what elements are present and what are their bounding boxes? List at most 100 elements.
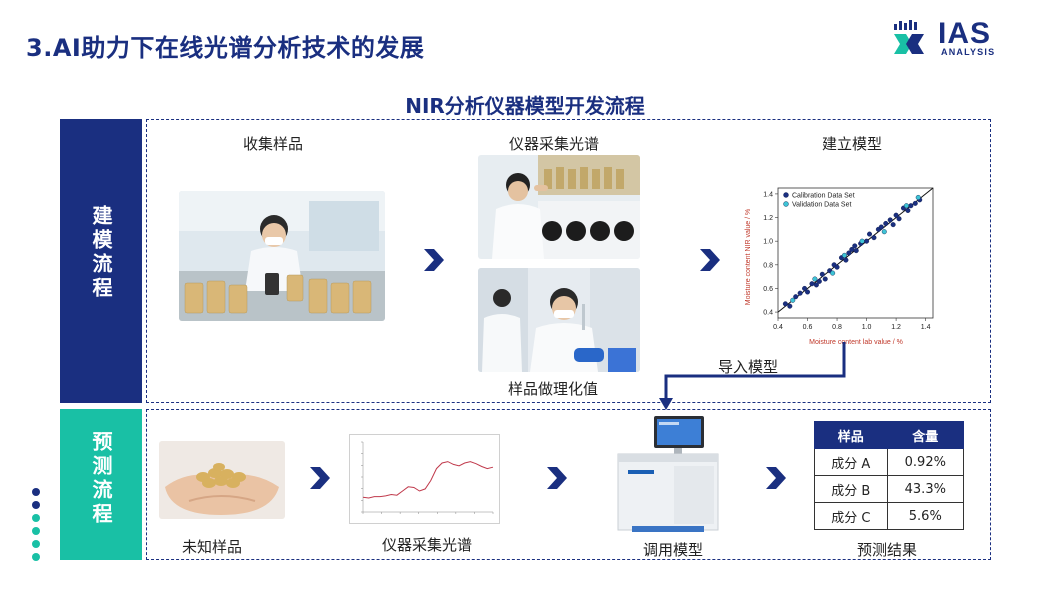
decorative-dot	[32, 527, 40, 535]
calibration-point	[819, 271, 825, 277]
chart-y-tick-label: 1.4	[763, 191, 773, 198]
step-instrument-spectrum-label: 仪器采集光谱	[509, 135, 600, 153]
spectrum-line-chart	[349, 434, 500, 524]
import-model-label: 导入模型	[718, 358, 779, 376]
chart-legend-marker	[783, 201, 789, 207]
calibration-point	[843, 257, 849, 263]
chevron-right-icon	[766, 467, 786, 489]
calibration-point	[883, 220, 889, 226]
unknown-sample-photo	[159, 441, 285, 519]
table-header-content: 含量	[886, 421, 965, 449]
decorative-dot	[32, 501, 40, 509]
table-row: 成分 A 0.92%	[814, 448, 965, 476]
chart-x-tick-label: 1.4	[921, 324, 931, 331]
calibration-point	[822, 276, 828, 282]
table-cell: 成分 C	[814, 502, 888, 530]
table-cell: 成分 A	[814, 448, 888, 476]
decorative-dot	[32, 540, 40, 548]
calibration-point	[878, 224, 884, 230]
validation-point	[881, 229, 887, 235]
chart-x-tick-label: 1.0	[862, 324, 872, 331]
validation-point	[812, 276, 818, 282]
modeling-process-box	[146, 119, 991, 403]
validation-point	[915, 194, 921, 200]
chart-x-tick-label: 0.8	[832, 324, 842, 331]
step-unknown-sample-label: 未知样品	[182, 538, 243, 556]
table-header-sample: 样品	[814, 421, 888, 449]
logo-subtitle: ANALYSIS	[941, 47, 996, 57]
logo-wordmark: IAS	[938, 17, 992, 50]
calibration-point	[867, 231, 873, 237]
calibration-point	[887, 217, 893, 223]
table-cell: 43.3%	[886, 475, 965, 503]
prediction-process-box	[146, 409, 991, 560]
calibration-point	[793, 294, 799, 300]
chevron-right-icon	[310, 467, 330, 489]
chart-y-tick-label: 1.2	[763, 215, 773, 222]
nir-analyzer-instrument	[617, 416, 719, 532]
chart-y-tick-label: 0.6	[763, 286, 773, 293]
step-sample-chem-label: 样品做理化值	[508, 380, 599, 398]
calibration-point	[905, 207, 911, 213]
chart-x-tick-label: 1.2	[891, 324, 901, 331]
import-model-connector	[659, 342, 846, 410]
calibration-point	[805, 289, 811, 295]
prediction-band-label: 预测流程	[89, 431, 113, 527]
step-build-model-label: 建立模型	[822, 135, 883, 153]
ias-logo-icon	[894, 20, 924, 54]
step-prediction-result-label: 预测结果	[857, 541, 918, 559]
calibration-point	[908, 203, 914, 209]
instrument-spectrum-photo	[478, 155, 640, 259]
calibration-point	[797, 290, 803, 296]
chevron-right-icon	[700, 249, 720, 271]
decorative-dot	[32, 488, 40, 496]
decorative-dot	[32, 553, 40, 561]
table-row: 成分 C 5.6%	[814, 502, 965, 530]
page-title: 3.AI助力下在线光谱分析技术的发展	[26, 34, 425, 62]
validation-point	[841, 252, 847, 258]
prediction-result-table: 样品 含量 成分 A 0.92% 成分 B 43.3% 成分 C 5.6%	[814, 421, 965, 530]
calibration-point	[871, 235, 877, 241]
step-call-model-label: 调用模型	[643, 541, 704, 559]
table-cell: 0.92%	[886, 448, 965, 476]
sample-chemistry-photo	[478, 268, 640, 372]
validation-point	[830, 270, 836, 276]
chart-y-tick-label: 0.8	[763, 262, 773, 269]
prediction-band: 预测流程	[60, 409, 142, 560]
calibration-point	[816, 278, 822, 284]
calibration-point	[782, 301, 788, 307]
calibration-point	[809, 281, 815, 287]
table-cell: 5.6%	[886, 502, 965, 530]
calibration-point	[852, 243, 858, 249]
collect-samples-photo	[179, 191, 385, 321]
calibration-point	[813, 282, 819, 288]
chevron-right-icon	[424, 249, 444, 271]
diagram-subtitle: NIR分析仪器模型开发流程	[405, 94, 645, 118]
validation-point	[790, 297, 796, 303]
calibration-point	[853, 248, 859, 254]
decorative-dot	[32, 514, 40, 522]
table-cell: 成分 B	[814, 475, 888, 503]
calibration-point	[893, 212, 899, 218]
chart-y-tick-label: 1.0	[763, 239, 773, 246]
chart-legend-marker	[783, 192, 789, 198]
table-row: 成分 B 43.3%	[814, 475, 965, 503]
chart-legend-label: Calibration Data Set	[792, 193, 855, 200]
chart-y-axis-label: Moisture content NIR value / %	[745, 209, 752, 306]
calibration-point	[802, 285, 808, 291]
chevron-right-icon	[547, 467, 567, 489]
chart-y-tick-label: 0.4	[763, 310, 773, 317]
calibration-point	[896, 216, 902, 222]
modeling-band: 建模流程	[60, 119, 142, 403]
calibration-point	[912, 200, 918, 206]
calibration-point	[834, 264, 840, 270]
calibration-point	[846, 250, 852, 256]
step-instrument-spectrum-bottom-label: 仪器采集光谱	[382, 536, 473, 554]
calibration-point	[890, 222, 896, 228]
chart-x-tick-label: 0.6	[803, 324, 813, 331]
calibration-point	[864, 238, 870, 244]
validation-point	[859, 238, 865, 244]
modeling-band-label: 建模流程	[89, 205, 113, 301]
chart-legend-label: Validation Data Set	[792, 202, 851, 209]
